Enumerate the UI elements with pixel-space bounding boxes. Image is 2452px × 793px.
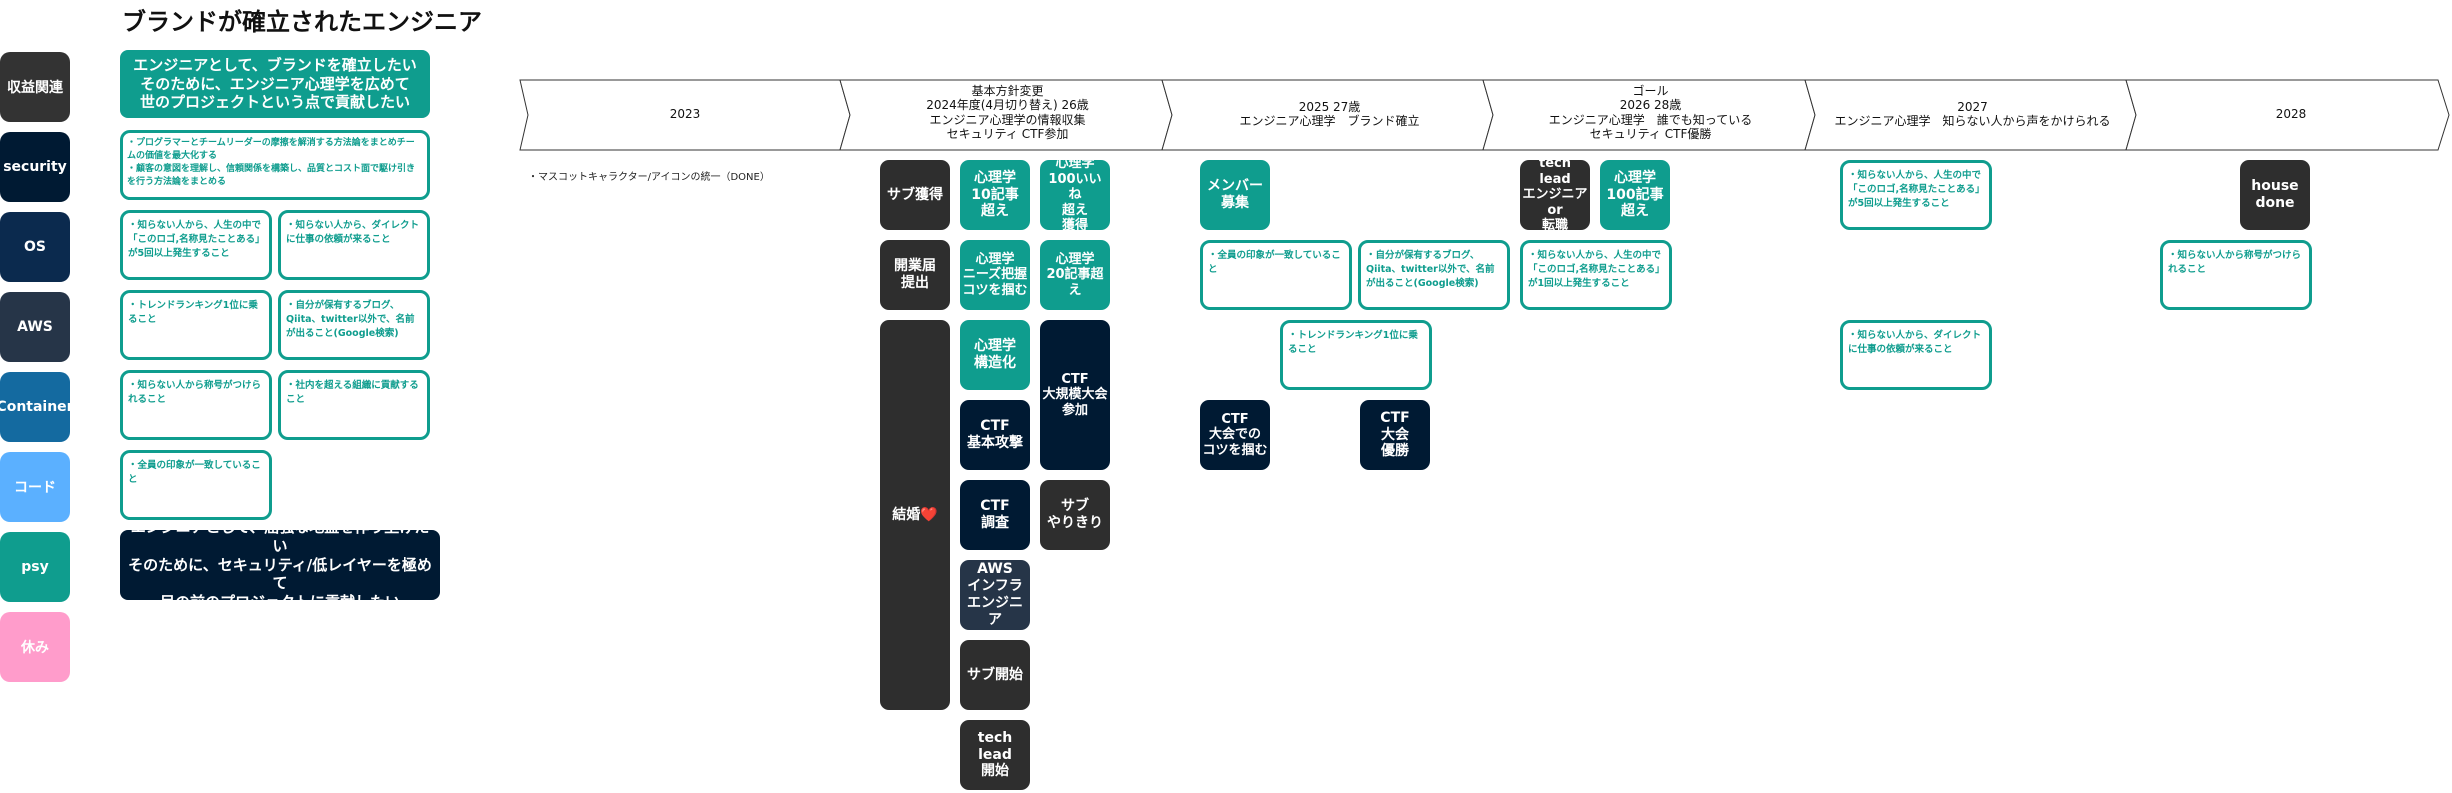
- legend-revenue: 収益関連: [0, 52, 70, 122]
- legend-label: 収益関連: [7, 80, 63, 96]
- goal-card-trend-ranking: ・トレンドランキング1位に乗ること: [120, 290, 272, 360]
- legend-psy: psy: [0, 532, 70, 602]
- tile-psy-100like: 心理学 100いいね 超え 獲得: [1040, 156, 1110, 233]
- tile-techlead-start: tech lead 開始: [960, 720, 1030, 790]
- tile-member: メンバー 募集: [1200, 160, 1270, 230]
- legend-code: コード: [0, 452, 70, 522]
- timeline-arrows: [519, 79, 2450, 151]
- tile-psy-10: 心理学 10記事 超え: [960, 160, 1030, 230]
- card-2025-name-appears: ・自分が保有するブログ、Qiita、twitter以外で、名前が出ること(Goo…: [1358, 240, 1510, 310]
- legend-label: security: [3, 159, 67, 175]
- timeline-label-2027: 2027 エンジニア心理学 知らない人から声をかけられる: [1834, 100, 2111, 129]
- tile-sub-yarikiri: サブ やりきり: [1040, 480, 1110, 550]
- card-2027-direct: ・知らない人から、ダイレクトに仕事の依頼が来ること: [1840, 320, 1992, 390]
- tile-psy-100: 心理学 100記事 超え: [1600, 160, 1670, 230]
- legend-label: コード: [14, 480, 56, 496]
- legend-security: security: [0, 132, 70, 202]
- legend-label: OS: [24, 239, 46, 255]
- legend-rest: 休み: [0, 612, 70, 682]
- tile-aws-infra: AWS インフラ エンジニア: [960, 560, 1030, 630]
- tile-ctf-research: CTF 調査: [960, 480, 1030, 550]
- tile-psy-20: 心理学 20記事超え: [1040, 240, 1110, 310]
- goal-card-methodology: ・プログラマーとチームリーダーの摩擦を解消する方法論をまとめチームの価値を最大化…: [120, 130, 430, 200]
- goal-card-name-appears: ・自分が保有するブログ、Qiita、twitter以外で、名前が出ること(Goo…: [278, 290, 430, 360]
- timeline-label-2024: 基本方針変更 2024年度(4月切り替え) 26歳 エンジニア心理学の情報収集 …: [926, 84, 1089, 142]
- tile-house: house done: [2240, 160, 2310, 230]
- goal-card-title-given: ・知らない人から称号がつけられること: [120, 370, 272, 440]
- timeline-label-2025: 2025 27歳 エンジニア心理学 ブランド確立: [1239, 100, 1420, 129]
- tile-ctf-big: CTF 大規模大会 参加: [1040, 320, 1110, 470]
- note-mascot-done: ・マスコットキャラクター/アイコンの統一（DONE）: [528, 172, 770, 183]
- page-title: ブランドが確立されたエンジニア: [122, 8, 482, 36]
- goal-card-beyond-company: ・社内を超える組織に貢献すること: [278, 370, 430, 440]
- tile-psy-struct: 心理学 構造化: [960, 320, 1030, 390]
- tile-sub-acquire: サブ獲得: [880, 160, 950, 230]
- banner-foundation-goal: エンジニアとして、屈強な地盤を作り上げたい そのために、セキュリティ/低レイヤー…: [120, 518, 440, 611]
- legend-container: Container: [0, 372, 74, 442]
- goal-card-direct-request: ・知らない人から、ダイレクトに仕事の依頼が来ること: [278, 210, 430, 280]
- card-2025-consistent: ・全員の印象が一致していること: [1200, 240, 1352, 310]
- card-2027-logo-5: ・知らない人から、人生の中で「このロゴ,名称見たことある」が5回以上発生すること: [1840, 160, 1992, 230]
- goal-card-logo-5: ・知らない人から、人生の中で「このロゴ,名称見たことある」が5回以上発生すること: [120, 210, 272, 280]
- legend-os: OS: [0, 212, 70, 282]
- banner-brand-goal: エンジニアとして、ブランドを確立したい そのために、エンジニア心理学を広めて 世…: [120, 50, 430, 118]
- legend-label: psy: [21, 559, 49, 575]
- timeline-segment-2028: [2125, 79, 2450, 151]
- legend-label: Container: [0, 399, 74, 415]
- timeline-label-2026: ゴール 2026 28歳 エンジニア心理学 誰でも知っている セキュリティ CT…: [1548, 84, 1753, 142]
- card-2025-trend: ・トレンドランキング1位に乗ること: [1280, 320, 1432, 390]
- goal-card-consistent-image: ・全員の印象が一致していること: [120, 450, 272, 520]
- card-2028-title: ・知らない人から称号がつけられること: [2160, 240, 2312, 310]
- legend-label: 休み: [21, 640, 49, 656]
- tile-kaigyo: 開業届 提出: [880, 240, 950, 310]
- tile-ctf-tips: CTF 大会での コツを掴む: [1200, 400, 1270, 470]
- tile-marriage: 結婚❤️: [880, 320, 950, 710]
- card-2026-logo-1: ・知らない人から、人生の中で「このロゴ,名称見たことある」が1回以上発生すること: [1520, 240, 1672, 310]
- legend-label: AWS: [17, 319, 53, 335]
- tile-sub-start: サブ開始: [960, 640, 1030, 710]
- tile-psy-needs: 心理学 ニーズ把握 コツを掴む: [960, 240, 1030, 310]
- tile-techlead-move: tech lead エンジニア or 転職: [1520, 156, 1590, 233]
- timeline-label-2023: 2023: [669, 107, 701, 121]
- tile-ctf-win: CTF 大会 優勝: [1360, 400, 1430, 470]
- tile-ctf-basic: CTF 基本攻撃: [960, 400, 1030, 470]
- timeline-label-2028: 2028: [2275, 107, 2307, 121]
- legend-aws: AWS: [0, 292, 70, 362]
